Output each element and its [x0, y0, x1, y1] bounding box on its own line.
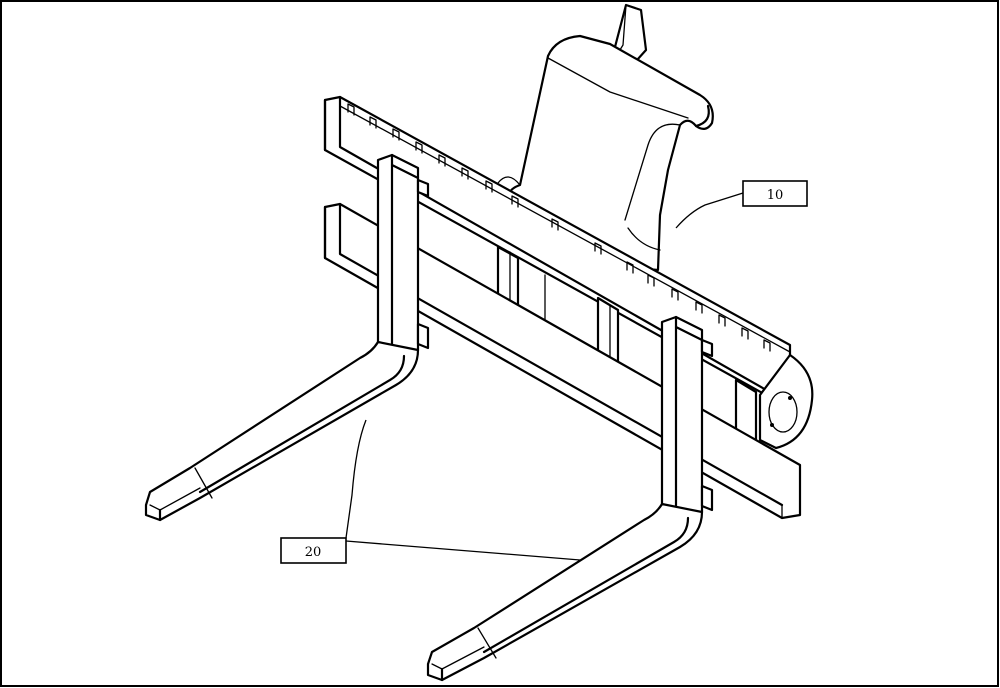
callout-20-label: 20: [305, 545, 322, 560]
fork-left: [144, 153, 430, 522]
callout-20-box: [280, 537, 347, 564]
callout-20: 20: [280, 419, 581, 564]
callout-10-label: 10: [767, 188, 784, 203]
fork-right: [426, 315, 714, 682]
callout-10: 10: [675, 180, 808, 229]
callout-10-box: [742, 180, 808, 207]
carriage-back-plate: [497, 3, 714, 272]
